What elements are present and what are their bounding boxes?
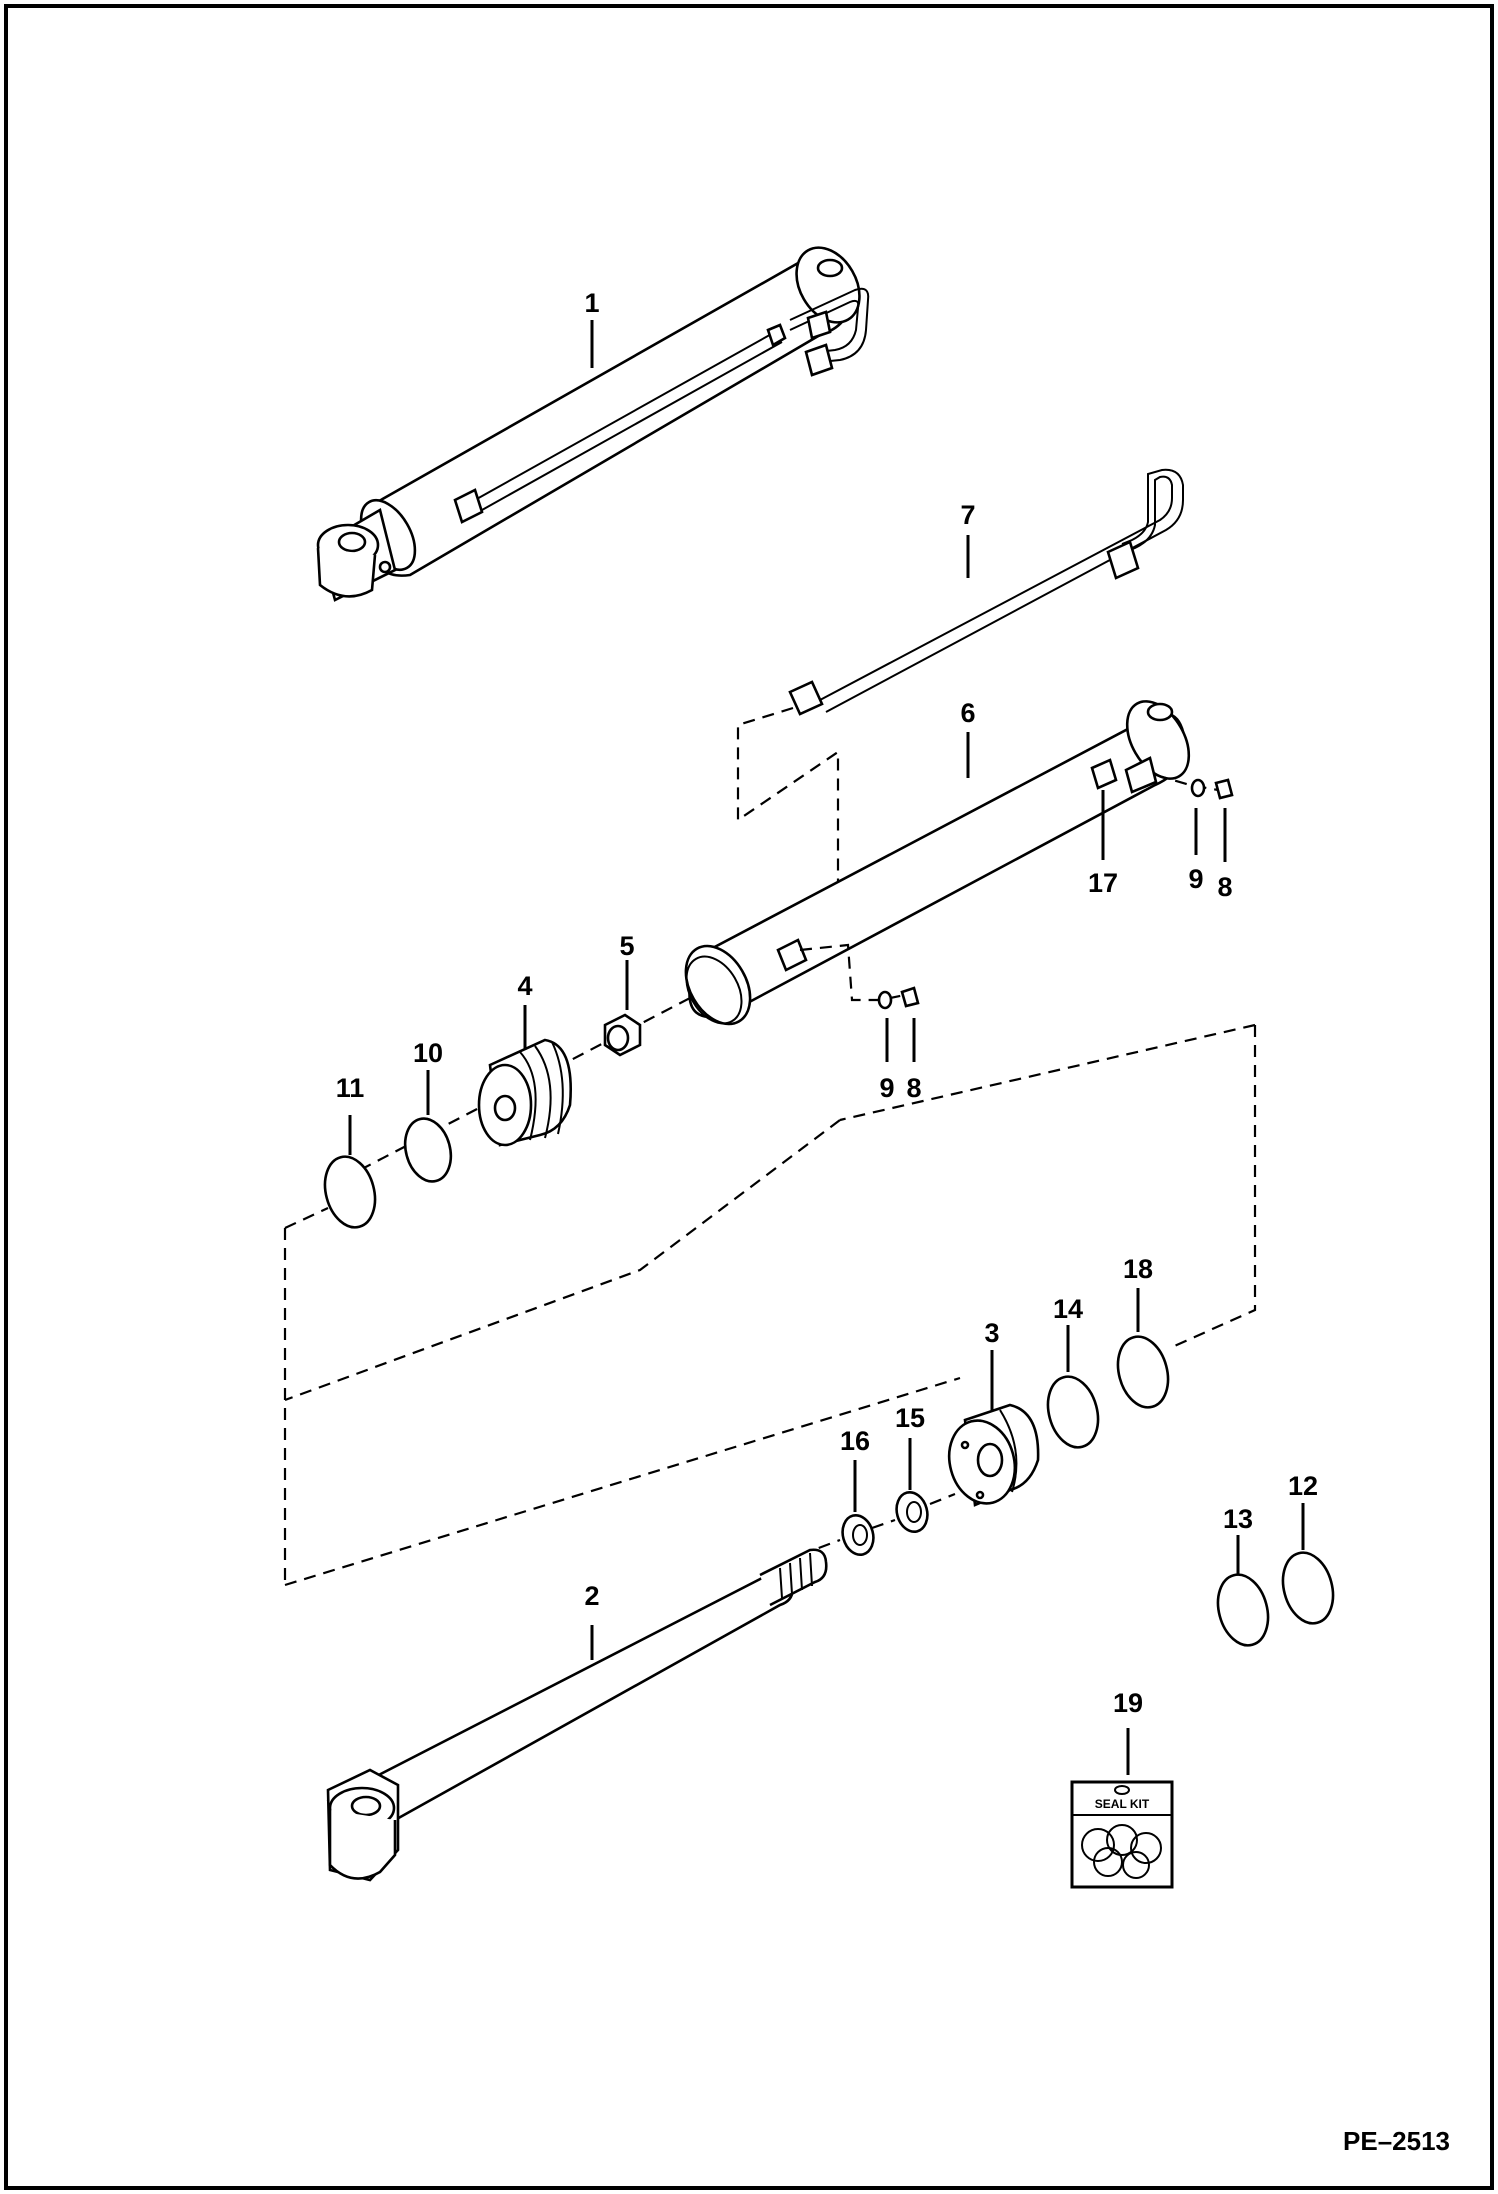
seal-kit-label: SEAL KIT <box>1095 1797 1150 1811</box>
dashed-link-lower-fittings <box>799 943 906 1002</box>
part-6-barrel <box>684 700 1191 1026</box>
dashed-bracket-bottom <box>284 1376 961 1587</box>
part-2-piston-rod <box>326 1548 828 1882</box>
part-9-lower <box>877 990 893 1010</box>
part-9-upper <box>1190 778 1206 798</box>
part-1-cylinder-assembly <box>316 246 870 602</box>
figure-reference: PE–2513 <box>1343 2126 1450 2156</box>
dashed-link-tube-to-barrel <box>736 706 840 921</box>
part-16-seal <box>841 1513 875 1557</box>
page-border <box>4 4 1494 2190</box>
callout-15: 15 <box>895 1403 925 1433</box>
callout-8-lower: 8 <box>906 1073 921 1103</box>
callout-6: 6 <box>960 698 975 728</box>
dashed-bracket-mid <box>284 1119 841 1402</box>
dashed-bracket-top <box>839 1023 1256 1122</box>
callout-3: 3 <box>984 1318 999 1348</box>
callout-8-upper: 8 <box>1217 872 1232 902</box>
callout-4: 4 <box>517 971 532 1001</box>
part-7-hydraulic-tube <box>788 468 1184 716</box>
callout-18: 18 <box>1123 1254 1153 1284</box>
part-15-wiper <box>895 1490 929 1534</box>
callout-19: 19 <box>1113 1688 1143 1718</box>
part-12-ring <box>1281 1551 1335 1625</box>
part-8-upper <box>1214 778 1234 800</box>
part-3-gland <box>947 1403 1040 1507</box>
callout-9-upper: 9 <box>1188 864 1203 894</box>
callout-9-lower: 9 <box>879 1073 894 1103</box>
part-10-seal <box>403 1117 453 1183</box>
part-18-ring <box>1116 1335 1170 1409</box>
callout-1: 1 <box>584 288 599 318</box>
part-11-seal <box>323 1155 377 1229</box>
callout-7: 7 <box>960 500 975 530</box>
part-19-seal-kit: SEAL KIT <box>1070 1780 1174 1889</box>
part-5-nut <box>603 1013 642 1057</box>
dashed-link-upper-fittings <box>1155 773 1219 792</box>
callout-2: 2 <box>584 1581 599 1611</box>
callout-10: 10 <box>413 1038 443 1068</box>
part-14-ring <box>1046 1375 1100 1449</box>
dashed-bracket-top-left <box>284 1207 329 1229</box>
part-4-piston <box>477 1038 572 1147</box>
callout-14: 14 <box>1053 1294 1083 1324</box>
part-13-ring <box>1216 1573 1270 1647</box>
callout-16: 16 <box>840 1426 870 1456</box>
part-8-lower <box>900 986 920 1008</box>
dashed-axis-lower <box>799 1492 956 1557</box>
callout-5: 5 <box>619 931 634 961</box>
callout-13: 13 <box>1223 1504 1253 1534</box>
callout-12: 12 <box>1288 1471 1318 1501</box>
dashed-bracket-right <box>1169 1025 1257 1350</box>
callout-11: 11 <box>336 1073 365 1103</box>
callout-17: 17 <box>1088 868 1118 898</box>
